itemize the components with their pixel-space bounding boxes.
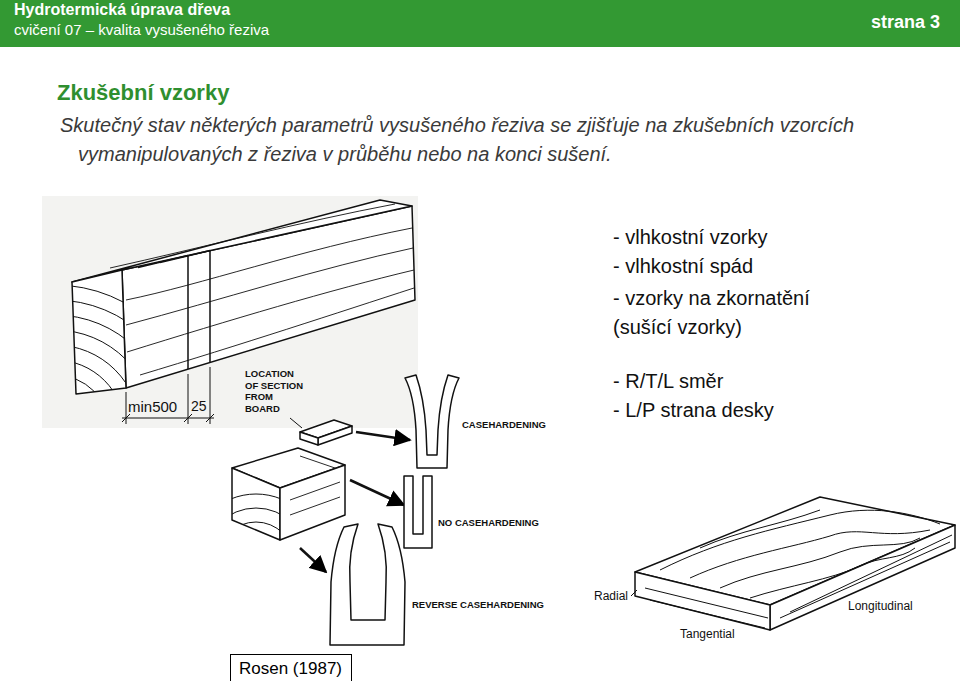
grain-figure (645, 510, 952, 628)
prong-reverse-casehardening (330, 524, 405, 645)
grain-lines (110, 204, 414, 375)
grain-line (700, 510, 820, 548)
list-item: - vlhkostní spád (613, 255, 753, 278)
growth-ring (0, 345, 140, 515)
grain-line (780, 535, 952, 618)
grain-lines (290, 456, 340, 515)
source-citation: Rosen (1987) (239, 659, 342, 679)
exercise-title: cvičení 07 – kvalita vysušeného řeziva (14, 21, 269, 38)
block-rings (190, 494, 322, 626)
arrow (356, 432, 410, 440)
growth-ring (204, 508, 308, 612)
prong-no-casehardening (404, 476, 432, 548)
board-directions-figure (631, 497, 955, 630)
growth-ring (0, 360, 125, 500)
dimension-label: min500 (128, 398, 177, 415)
growth-ring (0, 300, 185, 560)
board-side-face (770, 525, 955, 630)
extension-lines (126, 367, 210, 424)
grain-line (127, 270, 414, 352)
board-top-face (72, 200, 412, 282)
growth-ring (0, 330, 155, 530)
growth-ring (0, 375, 110, 485)
growth-ring (190, 494, 322, 626)
slide-title: Zkušební vzorky (57, 80, 229, 105)
figure-label: LOCATION OF SECTION FROM BOARD (245, 368, 309, 414)
list-item: - vlhkostní vzorky (613, 226, 767, 249)
growth-rings (0, 285, 200, 575)
leader-line (631, 590, 637, 596)
direction-label: Longitudinal (848, 600, 913, 614)
growth-ring (15, 390, 95, 470)
list-item: - R/T/L směr (613, 370, 723, 393)
grain-line (110, 204, 395, 268)
growth-ring (218, 522, 294, 598)
page-number: strana 3 (871, 12, 940, 33)
arrow (300, 548, 326, 572)
block-front-face (232, 468, 280, 540)
figure-label: REVERSE CASEHARDENING (412, 600, 544, 611)
list-item: - L/P strana desky (613, 399, 774, 422)
grain-line (690, 530, 930, 578)
slice-front (300, 432, 318, 445)
slice-side (318, 426, 352, 445)
growth-ring (0, 315, 170, 545)
prong-casehardening (405, 375, 459, 468)
figure-label: NO CASEHARDENING (438, 518, 539, 529)
grain-line (140, 288, 414, 375)
direction-label: Radial (594, 590, 628, 604)
block-side-face (280, 465, 345, 540)
course-title: Hydrotermická úprava dřeva (14, 1, 230, 19)
list-item: - vzorky na zkornatění (sušící vzorky) (613, 284, 863, 342)
grain-line (645, 588, 768, 628)
header-band: Hydrotermická úprava dřeva cvičení 07 – k… (0, 0, 960, 47)
scan-ground (42, 196, 418, 428)
intro-paragraph: Skutečný stav některých parametrů vysuše… (60, 111, 928, 169)
dimension-ticks (122, 414, 214, 422)
dimension-line (122, 418, 214, 419)
grain-line (720, 538, 920, 588)
grain-line (126, 228, 412, 300)
dimension-label: 25 (191, 398, 207, 414)
direction-label: Tangential (680, 628, 735, 642)
arrow (350, 480, 404, 505)
grain-line (750, 548, 915, 598)
sample-cut-lines (138, 251, 210, 369)
board-end-face (635, 572, 770, 630)
growth-ring (231, 535, 281, 585)
citation-box: Rosen (1987) (230, 654, 352, 681)
board-sample-figure (0, 196, 418, 575)
growth-ring (0, 285, 200, 575)
leader-line (290, 418, 302, 428)
figure-label: CASEHARDENING (462, 420, 546, 431)
